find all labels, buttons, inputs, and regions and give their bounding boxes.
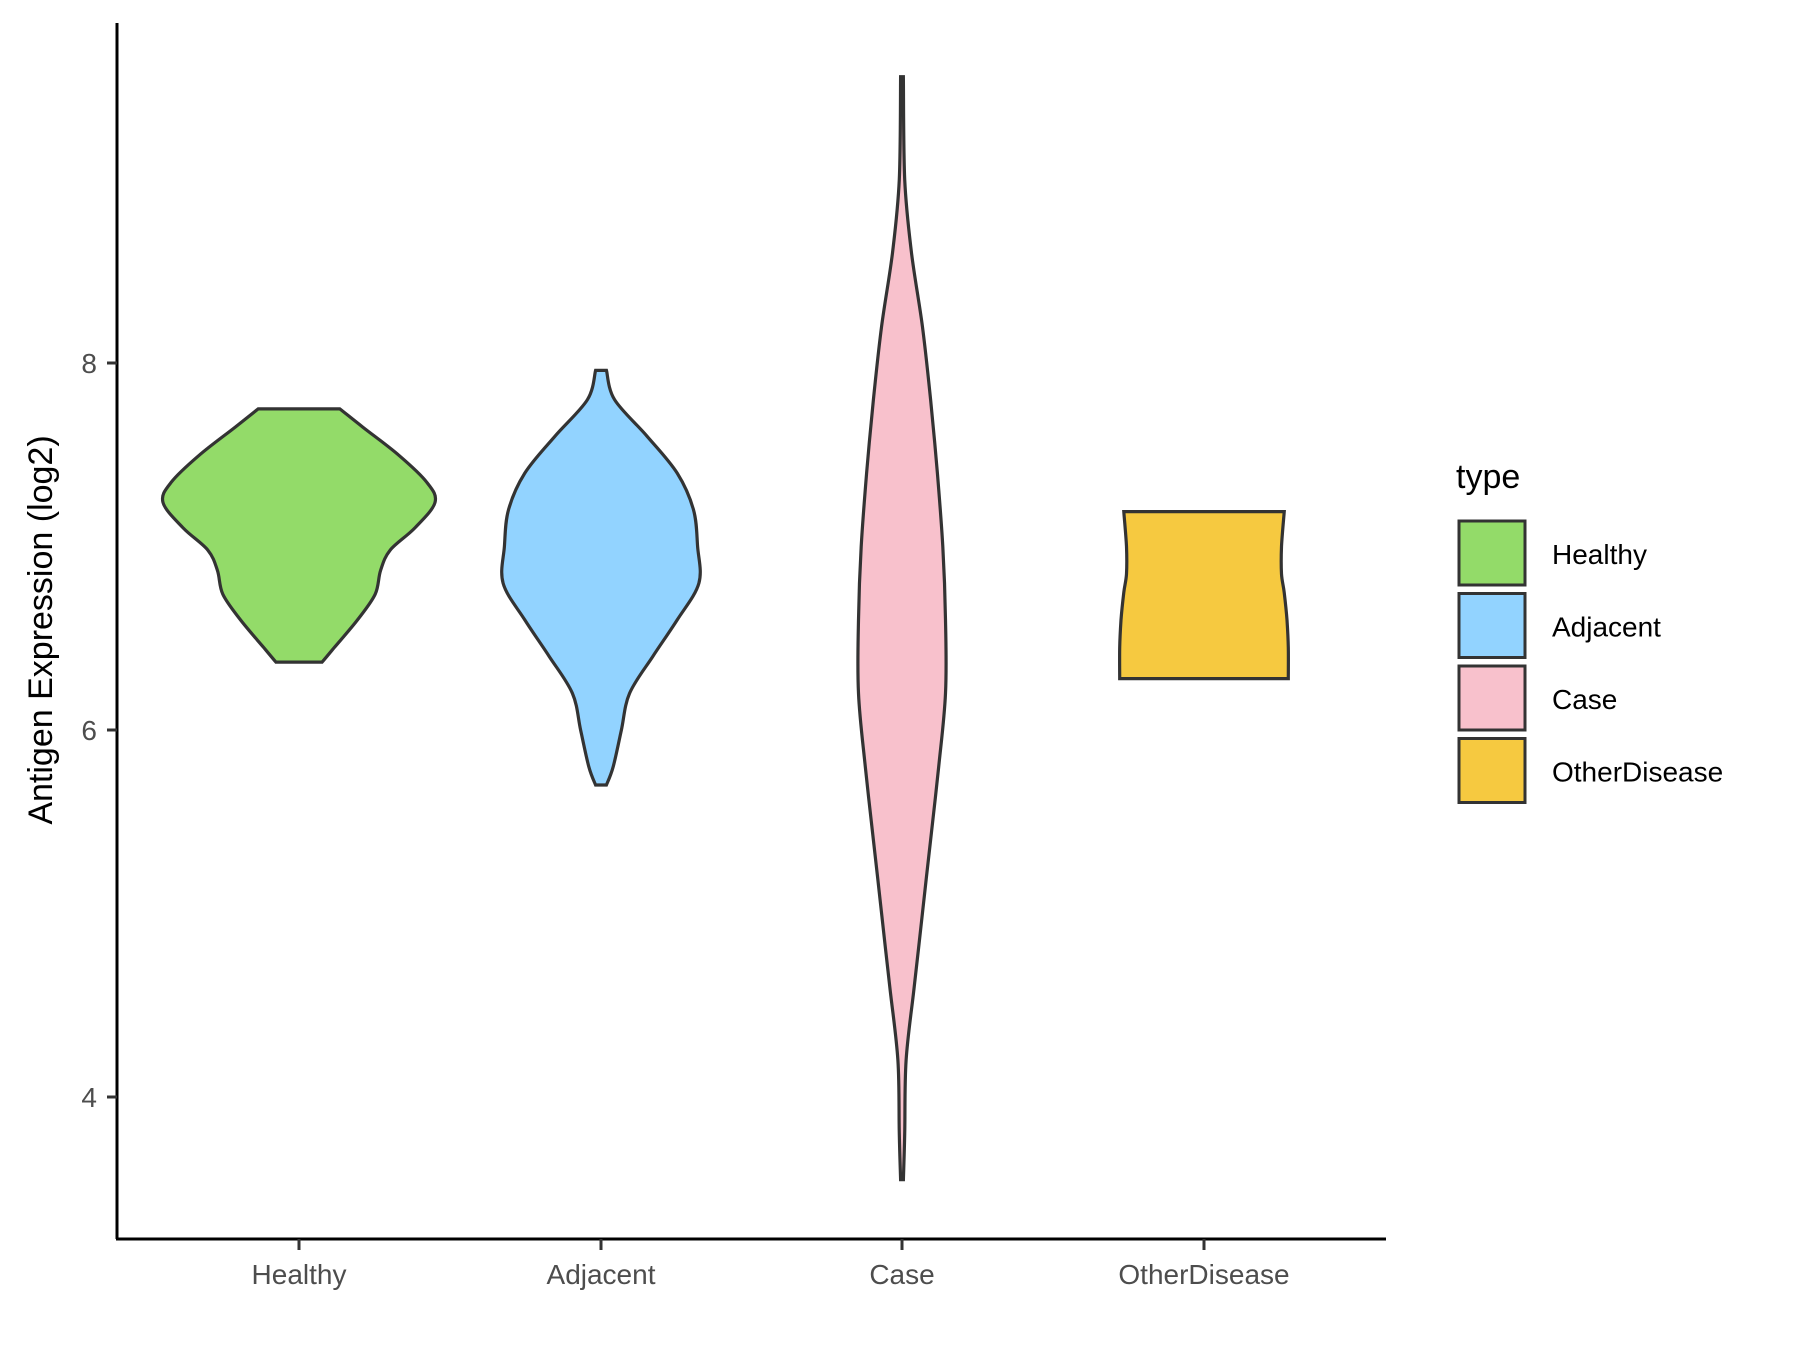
x-tick-label: OtherDisease [1118, 1259, 1289, 1290]
legend-label: Adjacent [1552, 612, 1661, 643]
violin-adjacent [500, 368, 702, 787]
x-ticks: Healthy Adjacent Case OtherDisease [252, 1239, 1290, 1290]
y-ticks: 4 6 8 [81, 348, 117, 1113]
legend-item-adjacent: Adjacent [1457, 592, 1661, 659]
y-axis-label: Antigen Expression (log2) [22, 435, 60, 824]
violins [160, 75, 1290, 1182]
violin-healthy [160, 407, 438, 664]
legend-label: Healthy [1552, 539, 1647, 570]
violin-case [856, 75, 948, 1182]
legend-item-case: Case [1457, 664, 1617, 732]
legend-key [1457, 592, 1527, 659]
x-tick-label: Healthy [252, 1259, 347, 1290]
legend-item-healthy: Healthy [1457, 519, 1647, 587]
legend-key [1457, 737, 1527, 804]
legend-key [1457, 519, 1527, 587]
y-tick-label: 8 [81, 348, 97, 379]
legend-item-otherdisease: OtherDisease [1457, 737, 1723, 804]
violin-otherdisease [1118, 509, 1290, 681]
x-tick-label: Adjacent [547, 1259, 656, 1290]
x-tick-label: Case [869, 1259, 934, 1290]
legend-label: Case [1552, 684, 1617, 715]
legend-label: OtherDisease [1552, 757, 1723, 788]
legend-key [1457, 664, 1527, 732]
y-tick-label: 6 [81, 715, 97, 746]
legend-title: type [1456, 458, 1520, 496]
y-tick-label: 4 [81, 1082, 97, 1113]
